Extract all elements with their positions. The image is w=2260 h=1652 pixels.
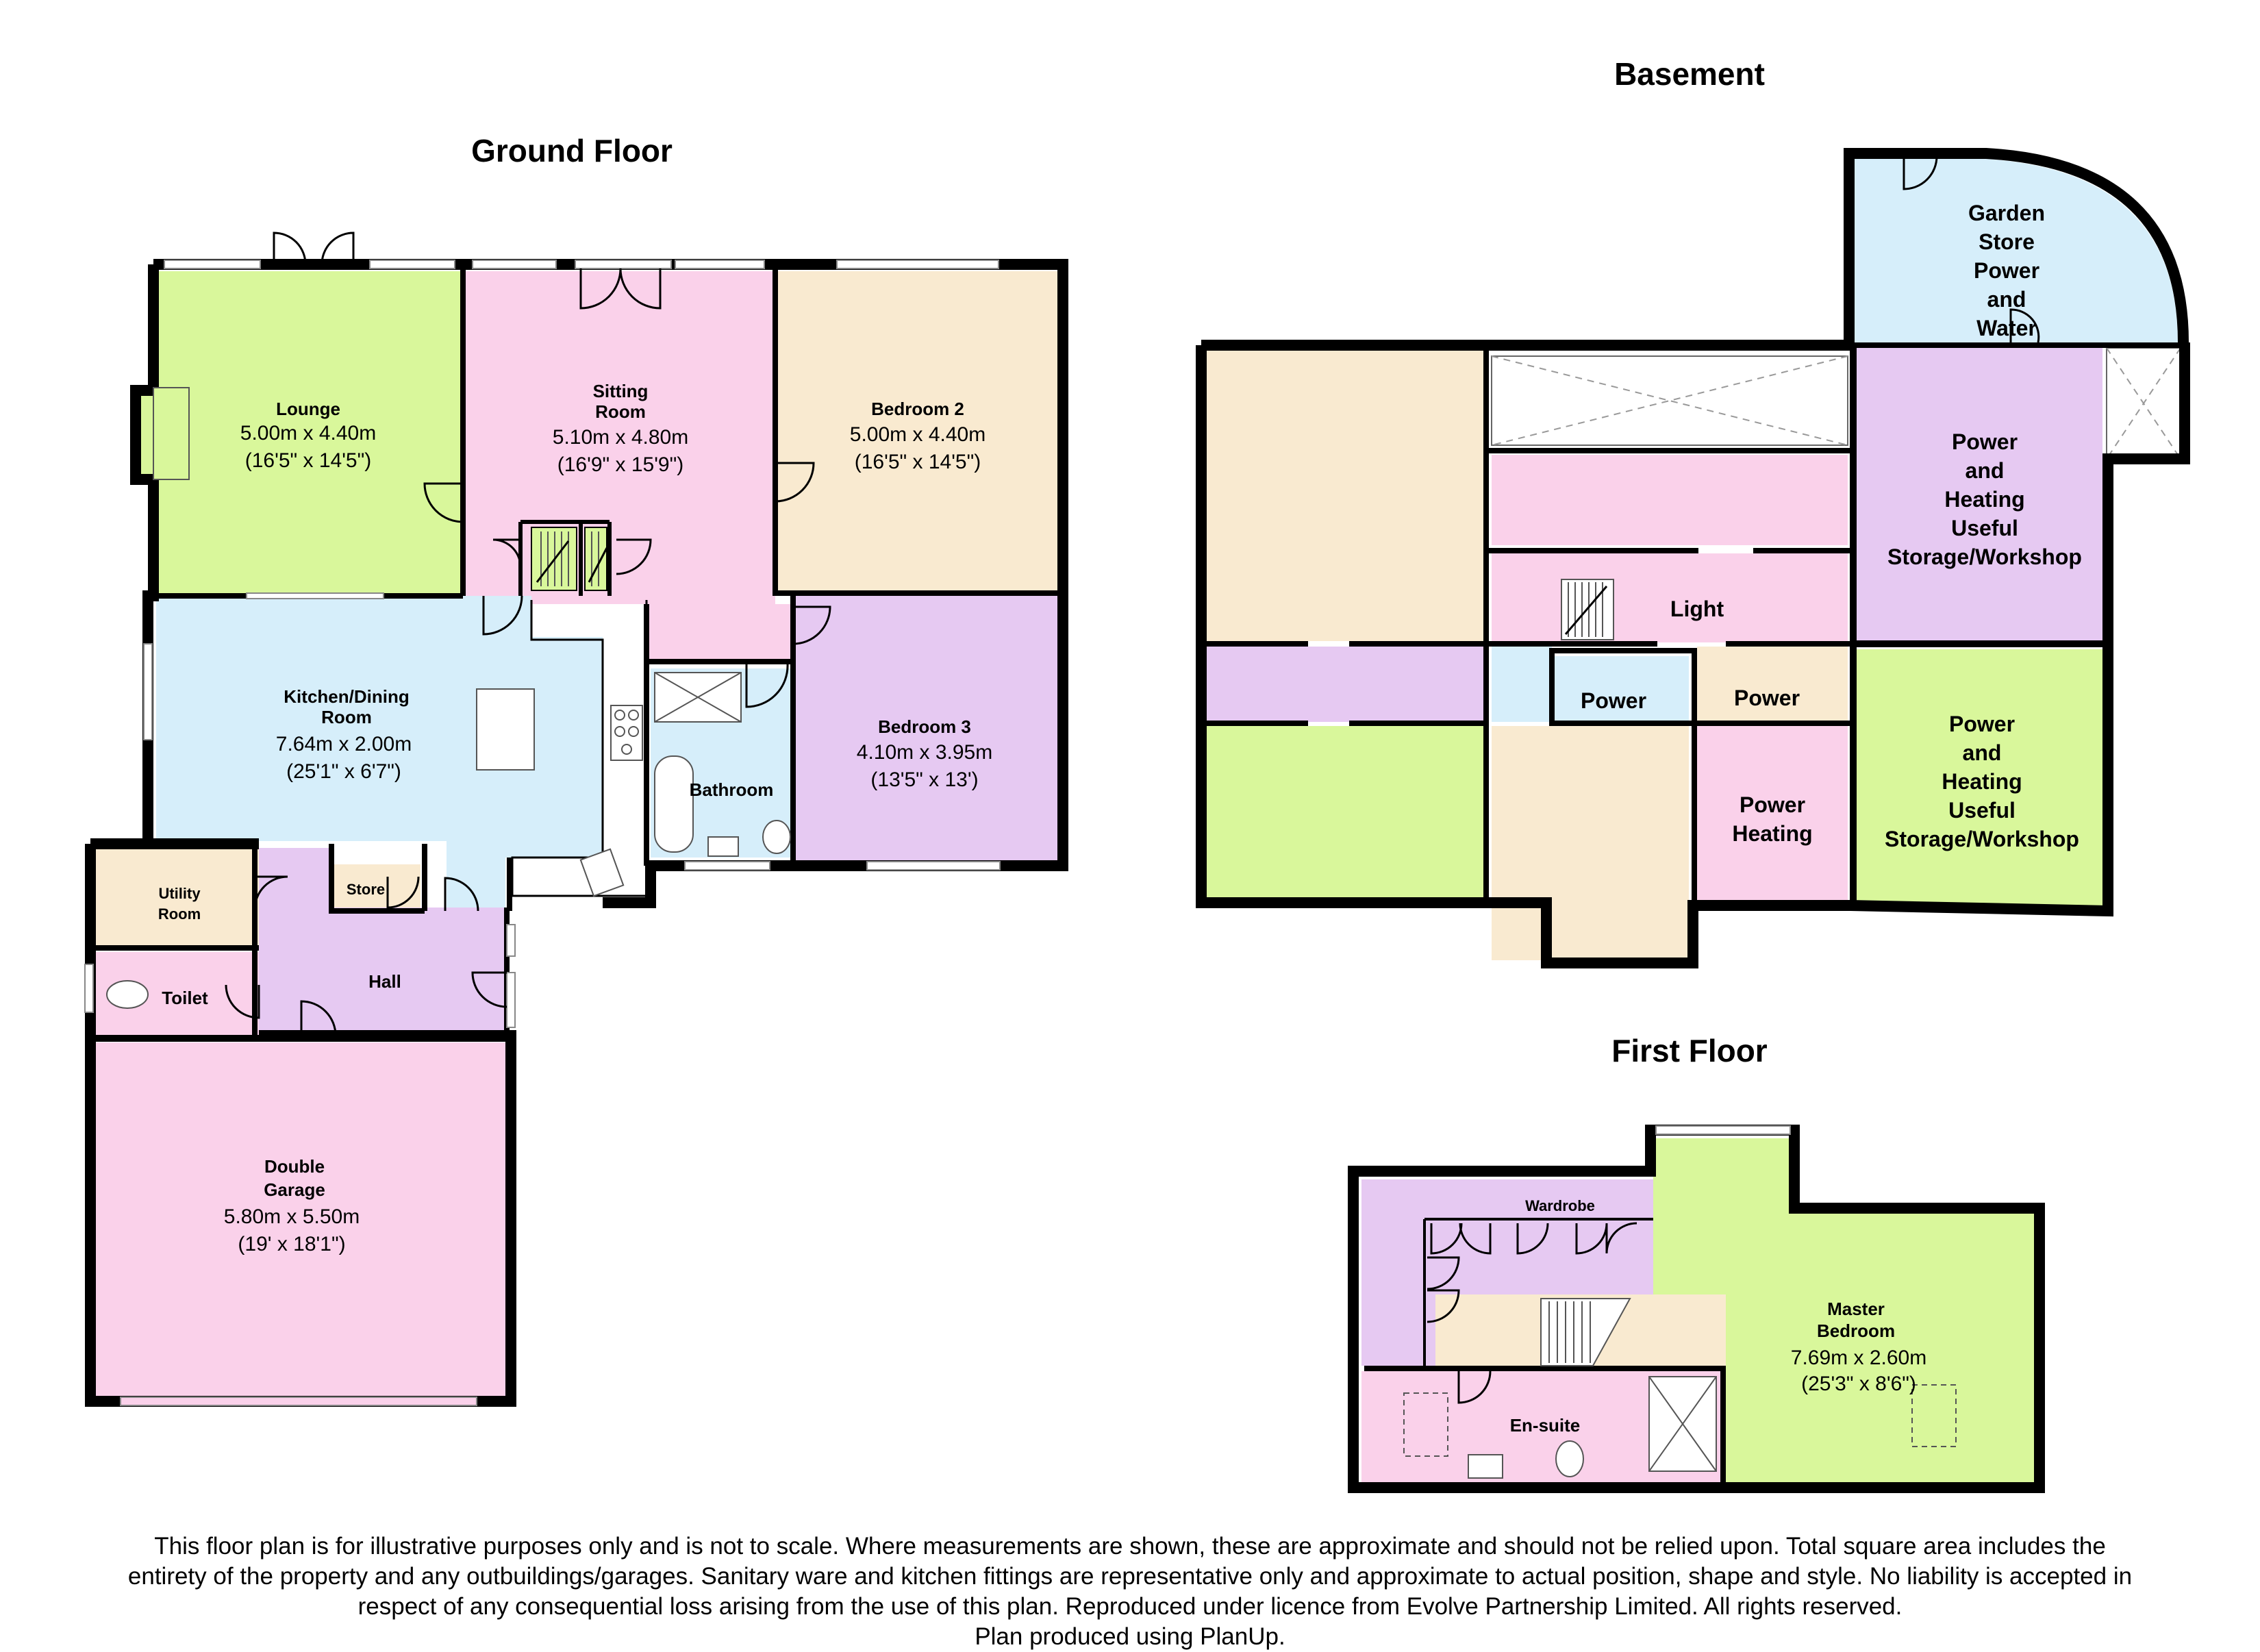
bedroom-3-metric: 4.10m x 3.95m (857, 741, 992, 764)
hall-label: Hall (368, 971, 401, 992)
kitchen-dining-metric: 7.64m x 2.00m (276, 733, 412, 755)
sitting-room-metric: 5.10m x 4.80m (553, 426, 688, 449)
bedroom-2-metric: 5.00m x 4.40m (850, 423, 985, 446)
bedroom-3-imperial: (13'5" x 13') (870, 768, 978, 791)
bedroom-3-room (793, 596, 1059, 860)
disclaimer-line-3: respect of any consequential loss arisin… (357, 1593, 1903, 1620)
disclaimer-line-4: Plan produced using PlanUp. (975, 1623, 1285, 1650)
basement-room-cream-left (1207, 351, 1486, 641)
garage-room (96, 1042, 505, 1397)
hall-room (259, 848, 505, 1036)
basement-room-pink (1492, 455, 1848, 545)
basement-power-left-room (1555, 656, 1689, 722)
basement-corridor-purple (1207, 647, 1486, 722)
basement-workshop-lower (1853, 649, 2102, 907)
basement-power-heating-room (1697, 726, 1848, 900)
kitchen-dining-room (156, 596, 603, 908)
basement-light-room (1492, 553, 1848, 642)
ground-floor-plan: Lounge 5.00m x 4.40m (16'5" x 14'5") Sit… (84, 231, 1068, 1407)
basement-workshop-upper (1853, 348, 2102, 644)
bathroom-label: Bathroom (690, 779, 774, 800)
bedroom-3-label: Bedroom 3 (878, 716, 971, 737)
master-bedroom-room (1653, 1138, 2037, 1482)
sitting-room-imperial: (16'9" x 15'9") (557, 453, 684, 476)
basement-power-right-label: Power (1734, 686, 1800, 710)
bedroom-2-label: Bedroom 2 (871, 399, 964, 419)
lounge-label: Lounge (276, 399, 340, 419)
basement-light-label: Light (1670, 597, 1724, 621)
lounge-room (156, 271, 463, 596)
garage-imperial: (19' x 18'1") (238, 1233, 345, 1255)
master-bedroom-imperial: (25'3" x 8'6") (1801, 1373, 1916, 1395)
disclaimer: This floor plan is for illustrative purp… (27, 1531, 2233, 1652)
basement-void (1491, 355, 1848, 446)
lounge-metric: 5.00m x 4.40m (240, 422, 376, 445)
store-label: Store (347, 881, 385, 898)
lounge-imperial: (16'5" x 14'5") (245, 449, 372, 472)
basement-room-green-left (1207, 726, 1486, 897)
basement-title: Basement (1614, 56, 1765, 92)
master-bedroom-metric: 7.69m x 2.60m (1791, 1347, 1926, 1369)
disclaimer-line-2: entirety of the property and any outbuil… (127, 1563, 2133, 1590)
first-floor-title: First Floor (1611, 1033, 1768, 1068)
basement-power-left-label: Power (1581, 688, 1646, 713)
basement-power-right-room (1697, 647, 1848, 722)
basement-room-cream-bottom (1492, 726, 1689, 960)
wardrobe-label: Wardrobe (1525, 1197, 1595, 1214)
basement-garden-store (1853, 159, 2178, 342)
utility-room (96, 848, 259, 945)
garage-metric: 5.80m x 5.50m (224, 1205, 360, 1228)
toilet-label: Toilet (162, 988, 208, 1008)
bedroom-2-room (775, 271, 1059, 596)
kitchen-dining-imperial: (25'1" x 6'7") (286, 760, 401, 783)
bedroom-2-imperial: (16'5" x 14'5") (855, 451, 981, 473)
ensuite-label: En-suite (1510, 1415, 1581, 1436)
ground-floor-title: Ground Floor (471, 133, 673, 168)
floor-plan: Ground Floor Basement First Floor (84, 56, 2190, 1493)
disclaimer-line-1: This floor plan is for illustrative purp… (154, 1533, 2106, 1560)
store-room (331, 864, 420, 908)
